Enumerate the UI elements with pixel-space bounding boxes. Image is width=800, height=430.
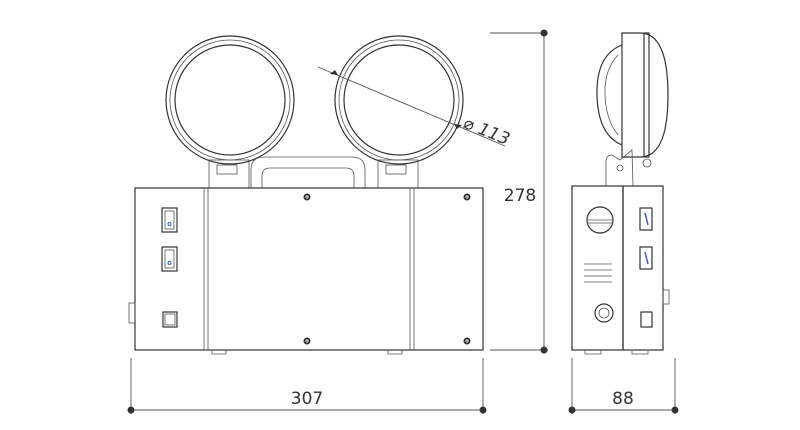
depth-label: 88 [612, 389, 634, 409]
dimension-height: 278 [490, 29, 548, 354]
screw-icon [463, 193, 471, 201]
height-label: 278 [504, 186, 536, 206]
screws [303, 193, 471, 345]
diameter-label: 113 [475, 119, 513, 150]
lamp-head-left [165, 35, 295, 189]
battery-housing [134, 187, 484, 351]
screw-icon [463, 337, 471, 345]
test-button [162, 311, 178, 328]
rocker-switch-2 [161, 246, 178, 272]
side-tab [128, 302, 136, 324]
dimension-width: 307 [127, 358, 487, 414]
lamp-head-right [334, 35, 464, 189]
carry-handle [250, 156, 366, 188]
rocker-switch-1 [161, 207, 178, 233]
dimension-depth: 88 [568, 358, 679, 414]
screw-icon [303, 337, 311, 345]
width-label: 307 [291, 389, 323, 409]
diameter-symbol: ⌀ [460, 113, 478, 136]
side-view [571, 32, 670, 355]
screw-icon [303, 193, 311, 201]
front-view [128, 35, 484, 355]
